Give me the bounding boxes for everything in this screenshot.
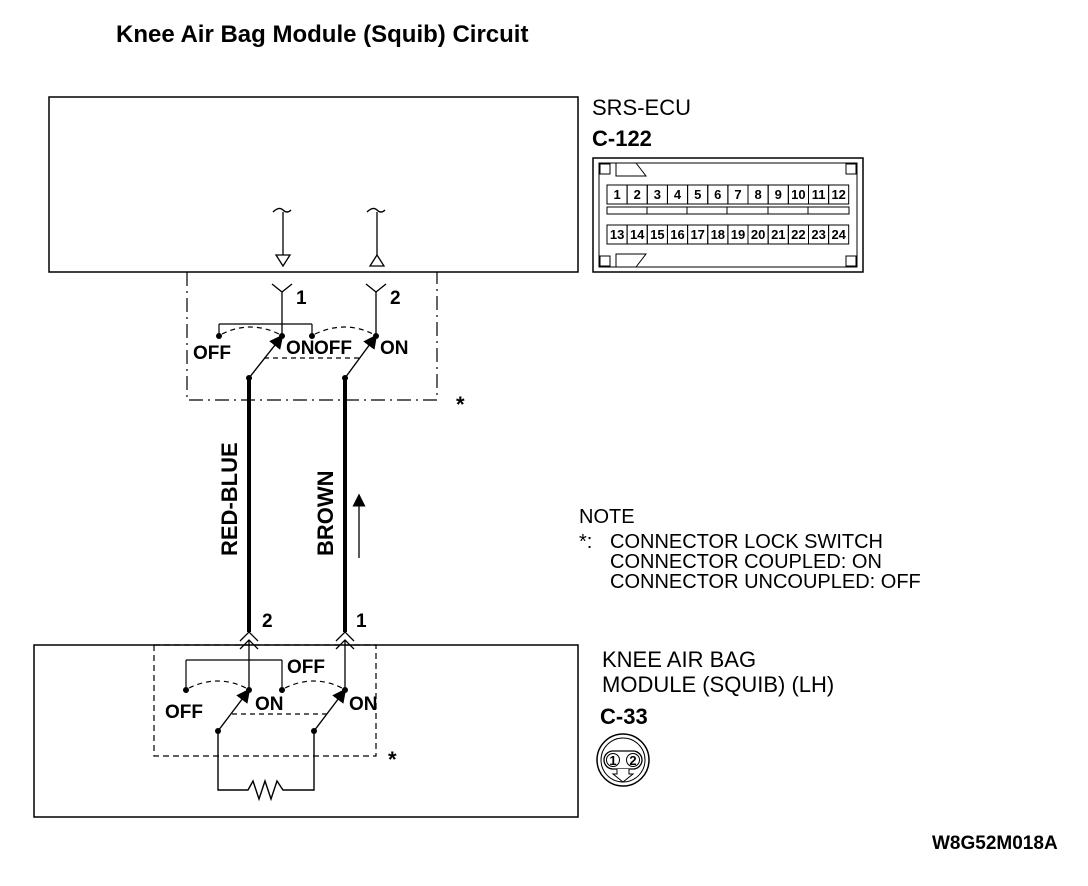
c122-pin-9: 9 [767, 184, 789, 205]
c122-pin-21: 21 [767, 224, 789, 245]
c33-connector-face [596, 733, 650, 787]
figure-code: W8G52M018A [932, 833, 1058, 854]
ecu-switch-on-label-2: ON [380, 338, 409, 359]
ecu-switch-off-label-2: OFF [314, 338, 352, 359]
svg-text:23: 23 [811, 227, 825, 242]
c122-pin-24: 24 [828, 224, 850, 245]
ecu-input-terminal [366, 207, 386, 267]
ecu-pin-2 [365, 283, 387, 293]
module-label-line-2: MODULE (SQUIB) (LH) [602, 672, 834, 697]
module-pin-2 [239, 631, 259, 642]
c122-pin-5: 5 [687, 184, 709, 205]
c122-pin-23: 23 [808, 224, 830, 245]
module-pin-1-label: 1 [356, 611, 367, 632]
svg-text:16: 16 [670, 227, 684, 242]
module-connector-housing [153, 644, 377, 757]
svg-text:6: 6 [714, 187, 721, 202]
c122-pin-20: 20 [747, 224, 769, 245]
c122-pin-13: 13 [606, 224, 628, 245]
module-pin-2-label: 2 [262, 611, 273, 632]
c122-pin-12: 12 [828, 184, 850, 205]
c122-pin-18: 18 [707, 224, 729, 245]
svg-text:18: 18 [711, 227, 725, 242]
svg-text:7: 7 [734, 187, 741, 202]
svg-text:22: 22 [791, 227, 805, 242]
brown-wire-label: BROWN [313, 470, 338, 556]
ecu-output-terminal [272, 207, 292, 268]
c122-pin-19: 19 [727, 224, 749, 245]
svg-text:15: 15 [650, 227, 664, 242]
svg-text:20: 20 [751, 227, 765, 242]
c122-pin-8: 8 [747, 184, 769, 205]
module-label-line-1: KNEE AIR BAG [602, 647, 756, 672]
svg-text:13: 13 [610, 227, 624, 242]
c122-pin-2: 2 [626, 184, 648, 205]
ecu-lock-switch-marker: * [456, 392, 465, 417]
ecu-pin-1 [271, 283, 293, 293]
module-switch-off-label-1: OFF [165, 702, 203, 723]
note-marker: *: [579, 531, 592, 553]
svg-text:14: 14 [630, 227, 645, 242]
svg-text:10: 10 [791, 187, 805, 202]
ecu-pin-2-label: 2 [390, 288, 401, 309]
svg-text:1: 1 [613, 187, 620, 202]
svg-text:2: 2 [634, 187, 641, 202]
note-line-2: CONNECTOR COUPLED: ON [610, 551, 882, 573]
c122-pin-1: 1 [606, 184, 628, 205]
module-connector-id: C-33 [600, 704, 648, 729]
c122-pin-16: 16 [667, 224, 689, 245]
c122-bottom-pin-row: 13 14 15 16 17 18 19 20 21 22 23 24 [606, 224, 850, 245]
c122-pin-3: 3 [646, 184, 668, 205]
svg-text:4: 4 [674, 187, 682, 202]
c122-pin-17: 17 [687, 224, 709, 245]
ecu-pin-1-label: 1 [296, 288, 307, 309]
svg-text:8: 8 [754, 187, 761, 202]
ecu-connector-housing [186, 272, 438, 401]
c33-pin-2: 2 [629, 753, 636, 768]
c122-pin-14: 14 [626, 224, 648, 245]
svg-text:24: 24 [831, 227, 846, 242]
module-pin-1 [335, 631, 355, 642]
note-line-1: CONNECTOR LOCK SWITCH [610, 531, 883, 553]
svg-text:19: 19 [731, 227, 745, 242]
c122-pin-22: 22 [787, 224, 810, 245]
svg-text:11: 11 [812, 187, 826, 202]
srs-ecu-label: SRS-ECU [592, 95, 691, 120]
svg-text:5: 5 [694, 187, 701, 202]
svg-text:17: 17 [690, 227, 704, 242]
c122-pin-10: 10 [787, 184, 810, 205]
module-lock-switch-marker: * [388, 747, 397, 772]
c122-connector-face [592, 157, 864, 273]
ecu-connector-id: C-122 [592, 126, 652, 151]
ecu-switch-off-label-1: OFF [193, 343, 231, 364]
red-blue-wire-label: RED-BLUE [217, 442, 242, 556]
srs-ecu-box [48, 96, 579, 273]
squib-resistor [217, 731, 315, 802]
c122-pin-15: 15 [646, 224, 668, 245]
svg-text:3: 3 [654, 187, 661, 202]
c33-pin-1: 1 [609, 753, 616, 768]
svg-text:21: 21 [771, 227, 785, 242]
ecu-switch-on-label-1: ON [286, 338, 315, 359]
c122-pin-4: 4 [667, 184, 689, 205]
svg-text:9: 9 [775, 187, 782, 202]
module-switch-on-label-1: ON [255, 694, 284, 715]
diagram-title: Knee Air Bag Module (Squib) Circuit [116, 21, 528, 48]
note-line-3: CONNECTOR UNCOUPLED: OFF [610, 571, 921, 593]
c122-pin-11: 11 [808, 184, 830, 205]
module-lock-switch [183, 659, 348, 734]
c122-pin-6: 6 [707, 184, 729, 205]
module-switch-on-label-2: ON [349, 694, 378, 715]
note-heading: NOTE [579, 506, 635, 528]
c122-pin-7: 7 [727, 184, 749, 205]
ecu-lock-switch [216, 323, 379, 381]
module-switch-off-label-2: OFF [287, 657, 325, 678]
svg-text:12: 12 [831, 187, 845, 202]
